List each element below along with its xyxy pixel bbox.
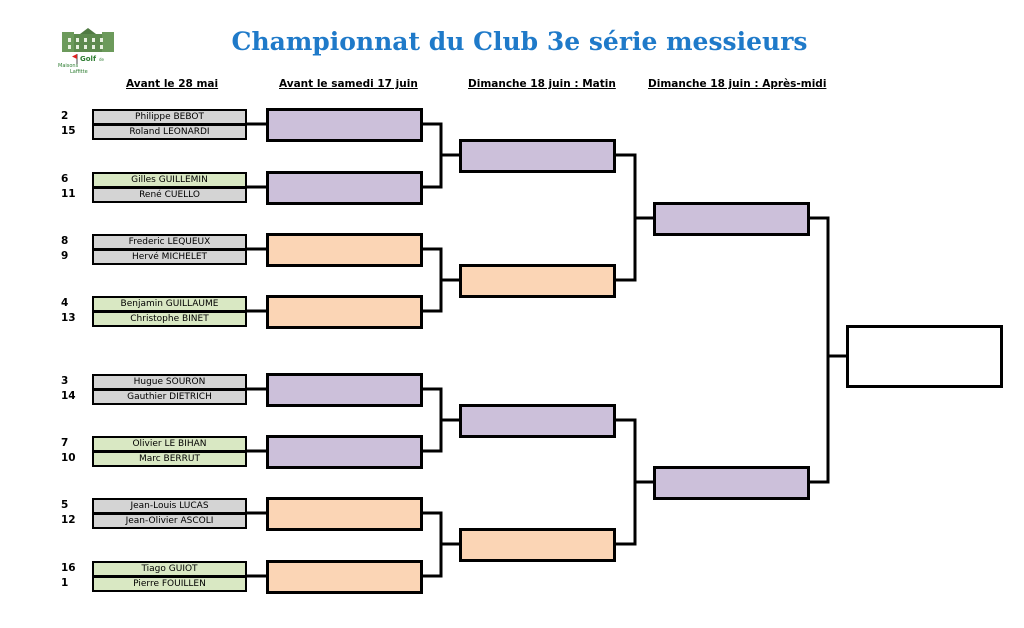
seed-number: 3 — [61, 375, 69, 387]
seed-number: 14 — [61, 390, 76, 402]
seed-number: 15 — [61, 125, 76, 137]
logo-text-de: de — [99, 57, 105, 62]
seed-number: 11 — [61, 188, 76, 200]
player-name: Hugue SOURON — [92, 374, 247, 390]
round3-slot[interactable] — [459, 528, 616, 562]
round2-slot[interactable] — [266, 108, 423, 142]
player-name: Frederic LEQUEUX — [92, 234, 247, 250]
logo-text-laffitte: Laffitte — [70, 69, 88, 75]
player-name: Marc BERRUT — [92, 451, 247, 467]
round-header-2: Avant le samedi 17 juin — [279, 78, 418, 90]
seed-number: 6 — [61, 173, 69, 185]
player-name: Jean-Louis LUCAS — [92, 498, 247, 514]
player-name: Roland LEONARDI — [92, 124, 247, 140]
seed-number: 12 — [61, 514, 76, 526]
seed-number: 9 — [61, 250, 69, 262]
seed-number: 4 — [61, 297, 69, 309]
player-name: René CUELLO — [92, 187, 247, 203]
player-name: Gilles GUILLEMIN — [92, 172, 247, 188]
player-name: Gauthier DIETRICH — [92, 389, 247, 405]
round4-slot[interactable] — [653, 466, 810, 500]
player-name: Pierre FOUILLEN — [92, 576, 247, 592]
player-name: Olivier LE BIHAN — [92, 436, 247, 452]
player-name: Hervé MICHELET — [92, 249, 247, 265]
round2-slot[interactable] — [266, 171, 423, 205]
round2-slot[interactable] — [266, 373, 423, 407]
chateau-icon — [62, 28, 114, 52]
round-header-1: Avant le 28 mai — [126, 78, 219, 90]
seed-number: 16 — [61, 562, 76, 574]
player-name: Tiago GUIOT — [92, 561, 247, 577]
player-name: Philippe BEBOT — [92, 109, 247, 125]
player-name: Jean-Olivier ASCOLI — [92, 513, 247, 529]
round2-slot[interactable] — [266, 295, 423, 329]
round2-slot[interactable] — [266, 233, 423, 267]
logo-text-golf: Golf — [80, 55, 97, 63]
round3-slot[interactable] — [459, 139, 616, 173]
seed-number: 7 — [61, 437, 69, 449]
player-name: Christophe BINET — [92, 311, 247, 327]
round2-slot[interactable] — [266, 435, 423, 469]
golf-club-logo: Golf de Maisons Laffitte — [58, 28, 114, 75]
page-title: Championnat du Club 3e série messieurs — [231, 27, 808, 56]
round3-slot[interactable] — [459, 404, 616, 438]
round3-slot[interactable] — [459, 264, 616, 298]
seed-number: 1 — [61, 577, 69, 589]
logo-text-maisons: Maisons — [58, 63, 79, 69]
seed-number: 13 — [61, 312, 76, 324]
round2-slot[interactable] — [266, 560, 423, 594]
winner-slot[interactable] — [846, 325, 1003, 388]
round4-slot[interactable] — [653, 202, 810, 236]
golf-flag-icon — [72, 54, 78, 64]
seed-number: 2 — [61, 110, 69, 122]
seed-number: 5 — [61, 499, 69, 511]
round2-slot[interactable] — [266, 497, 423, 531]
round-header-3: Dimanche 18 juin : Matin — [468, 78, 616, 90]
seed-number: 10 — [61, 452, 76, 464]
round-header-4: Dimanche 18 juin : Après-midi — [648, 78, 827, 90]
player-name: Benjamin GUILLAUME — [92, 296, 247, 312]
seed-number: 8 — [61, 235, 69, 247]
